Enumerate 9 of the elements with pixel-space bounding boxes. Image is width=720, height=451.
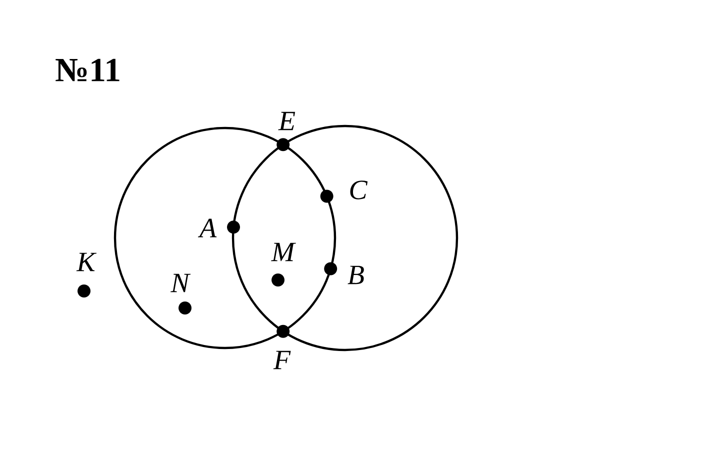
point-label: M bbox=[271, 242, 296, 262]
point-label: C bbox=[350, 180, 368, 200]
point-label: K bbox=[76, 252, 96, 272]
point-label: A bbox=[198, 218, 217, 238]
point-label: B bbox=[348, 266, 364, 284]
point-label: F bbox=[273, 350, 291, 370]
point-label: N bbox=[170, 274, 191, 292]
problem-number: №11 bbox=[56, 58, 120, 82]
point-label: E bbox=[278, 112, 296, 130]
